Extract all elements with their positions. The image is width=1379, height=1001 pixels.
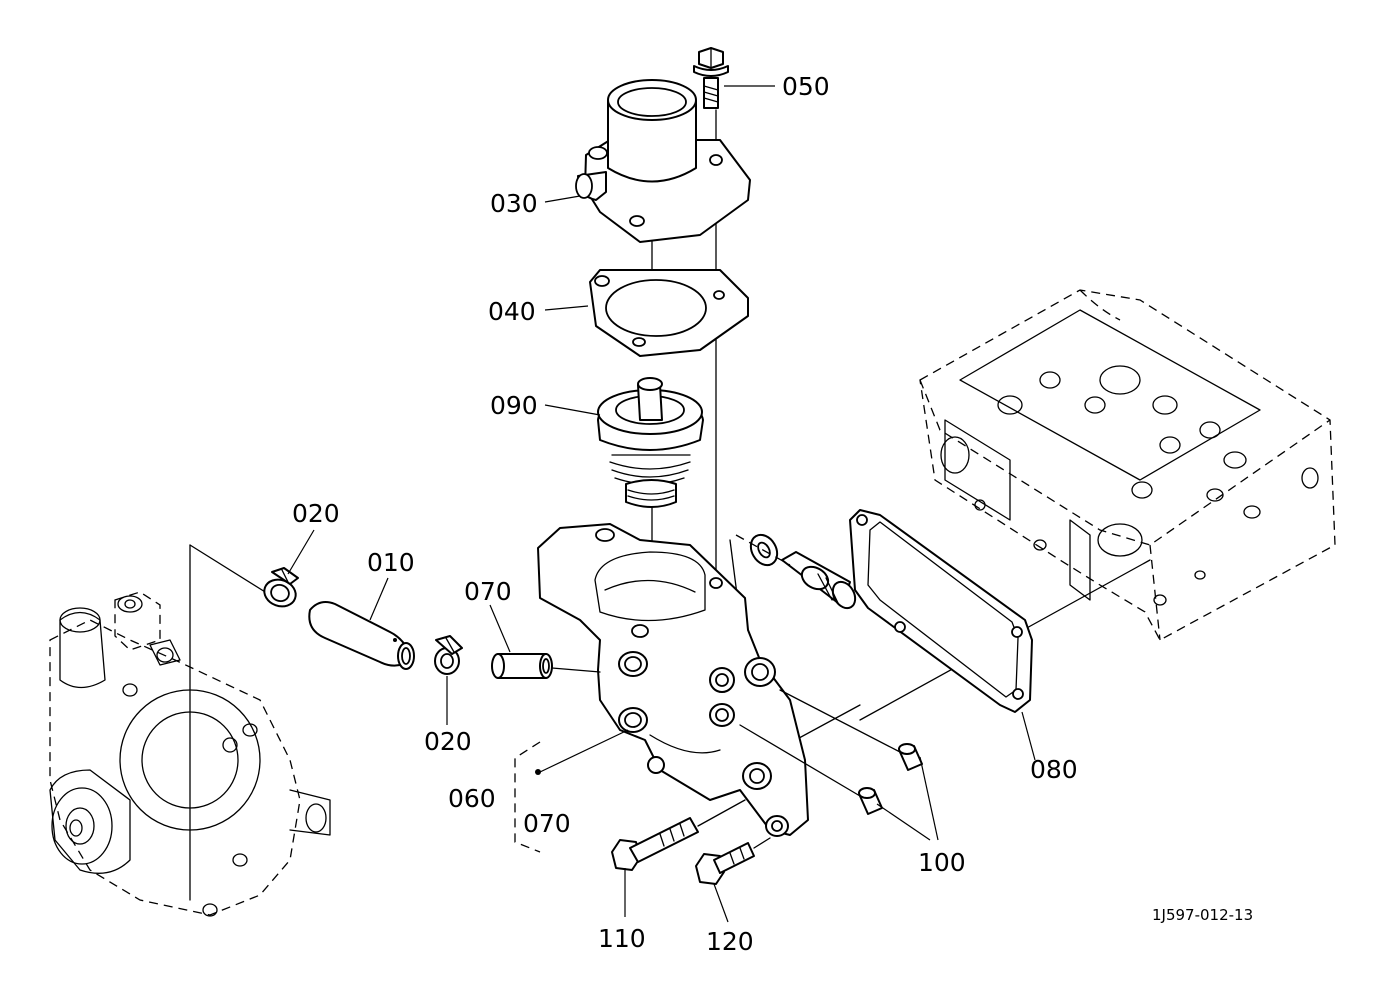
temperature-sensor[interactable] xyxy=(735,530,860,612)
part-labels: 050 030 040 090 020 010 070 020 060 070 … xyxy=(292,72,1253,956)
water-pump xyxy=(49,591,331,917)
label-020-lower: 020 xyxy=(424,727,472,756)
hose-010[interactable] xyxy=(308,601,415,670)
bolt-110[interactable] xyxy=(611,799,746,871)
thermostat-housing[interactable] xyxy=(537,523,809,837)
label-040: 040 xyxy=(488,297,536,326)
label-050: 050 xyxy=(782,72,830,101)
label-090: 090 xyxy=(490,391,538,420)
label-100: 100 xyxy=(918,848,966,877)
label-060: 060 xyxy=(448,784,496,813)
label-020-upper: 020 xyxy=(292,499,340,528)
plugs-100[interactable] xyxy=(739,689,923,815)
thermostat-cover-030[interactable] xyxy=(575,79,751,243)
thermostat-090[interactable] xyxy=(597,377,704,508)
hose-clamp-020-lower[interactable] xyxy=(434,635,463,675)
label-070-upper: 070 xyxy=(464,577,512,606)
bolt-050[interactable] xyxy=(693,47,729,109)
hose-clamp-020-upper[interactable] xyxy=(261,567,300,611)
label-110: 110 xyxy=(598,924,646,953)
gasket-080[interactable] xyxy=(849,509,1033,713)
label-120: 120 xyxy=(706,927,754,956)
leader-lines xyxy=(287,85,1036,923)
label-010: 010 xyxy=(367,548,415,577)
bolt-120[interactable] xyxy=(695,837,771,885)
kit-bracket-060 xyxy=(514,729,629,853)
label-070-lower: 070 xyxy=(523,809,571,838)
gasket-040[interactable] xyxy=(589,269,749,357)
label-030: 030 xyxy=(490,189,538,218)
pipe-070[interactable] xyxy=(491,653,601,679)
label-080: 080 xyxy=(1030,755,1078,784)
drawing-code: 1J597-012-13 xyxy=(1152,906,1253,924)
cylinder-head xyxy=(919,289,1336,641)
